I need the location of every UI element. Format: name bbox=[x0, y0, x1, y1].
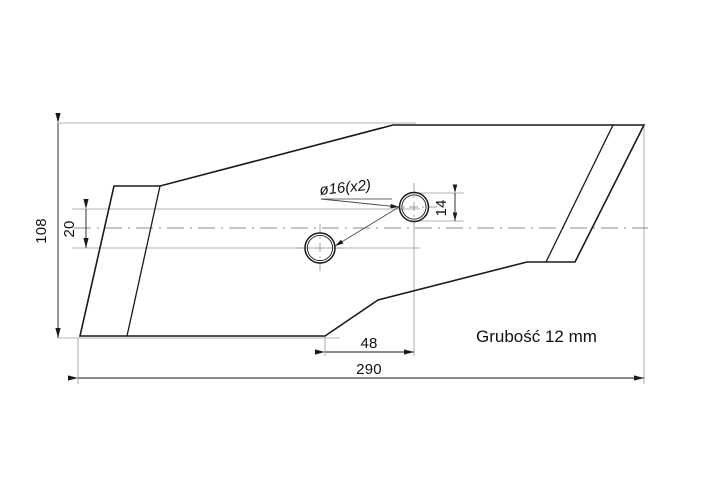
dimension-20-label: 20 bbox=[61, 220, 78, 237]
dimension-108-label: 108 bbox=[33, 218, 50, 244]
hole-right bbox=[398, 191, 430, 223]
dimension-48-label: 48 bbox=[360, 335, 377, 352]
note-thickness-label: Grubość 12 mm bbox=[476, 327, 597, 346]
dimension-14-label: 14 bbox=[433, 199, 450, 216]
extension-lines bbox=[58, 122, 645, 384]
dimension-20: 20 bbox=[61, 199, 89, 248]
dimension-290-label: 290 bbox=[356, 361, 382, 378]
dimension-290: 290 bbox=[68, 361, 644, 381]
part-outline bbox=[78, 124, 646, 337]
center-lines bbox=[74, 183, 648, 272]
dimension-108: 108 bbox=[33, 113, 61, 338]
callout-hole-spec: ø16(x2) bbox=[319, 177, 400, 247]
note-thickness: Grubość 12 mm bbox=[476, 327, 597, 346]
dimension-48: 48 bbox=[315, 335, 414, 355]
dimension-14: 14 bbox=[433, 184, 458, 221]
hole-left bbox=[304, 232, 336, 264]
callout-hole-spec-label: ø16(x2) bbox=[319, 177, 372, 199]
